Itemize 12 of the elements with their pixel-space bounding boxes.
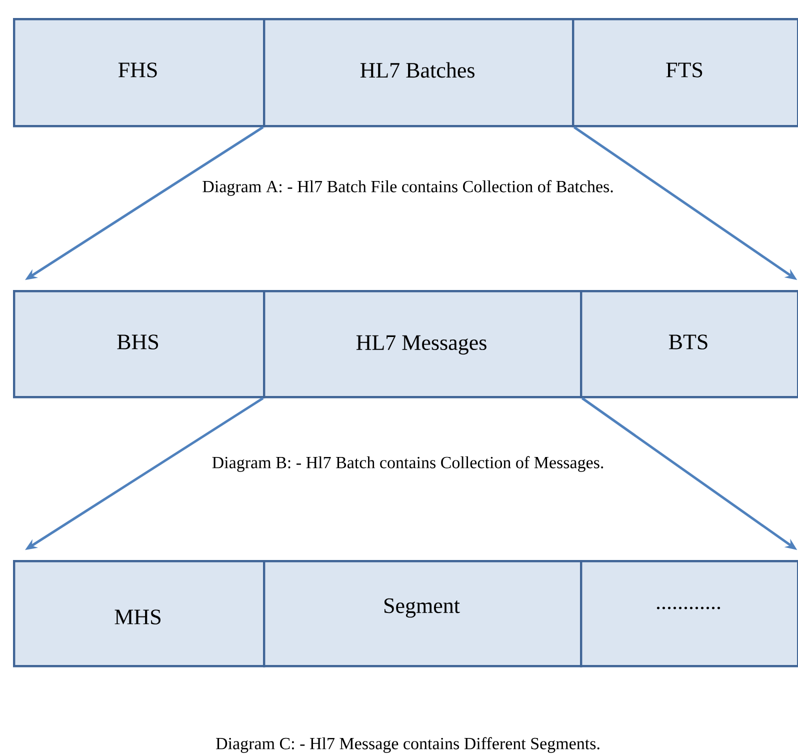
segment-box: ............ — [580, 560, 798, 668]
segment-box: FTS — [572, 18, 798, 128]
segment-box: HL7 Batches — [263, 18, 574, 128]
caption: Diagram A: - Hl7 Batch File contains Collection of Batches. — [200, 178, 616, 198]
segment-box: BHS — [13, 290, 266, 398]
segment-box: MHS — [13, 560, 266, 668]
segment-box: HL7 Messages — [263, 290, 582, 398]
caption: Diagram C: - Hl7 Message contains Different Segments. — [214, 735, 602, 755]
segment-box: Segment — [263, 560, 582, 668]
caption: Diagram B: - Hl7 Batch contains Collection of Messages. — [210, 454, 606, 474]
segment-box: BTS — [580, 290, 798, 398]
segment-box: FHS — [13, 18, 266, 128]
